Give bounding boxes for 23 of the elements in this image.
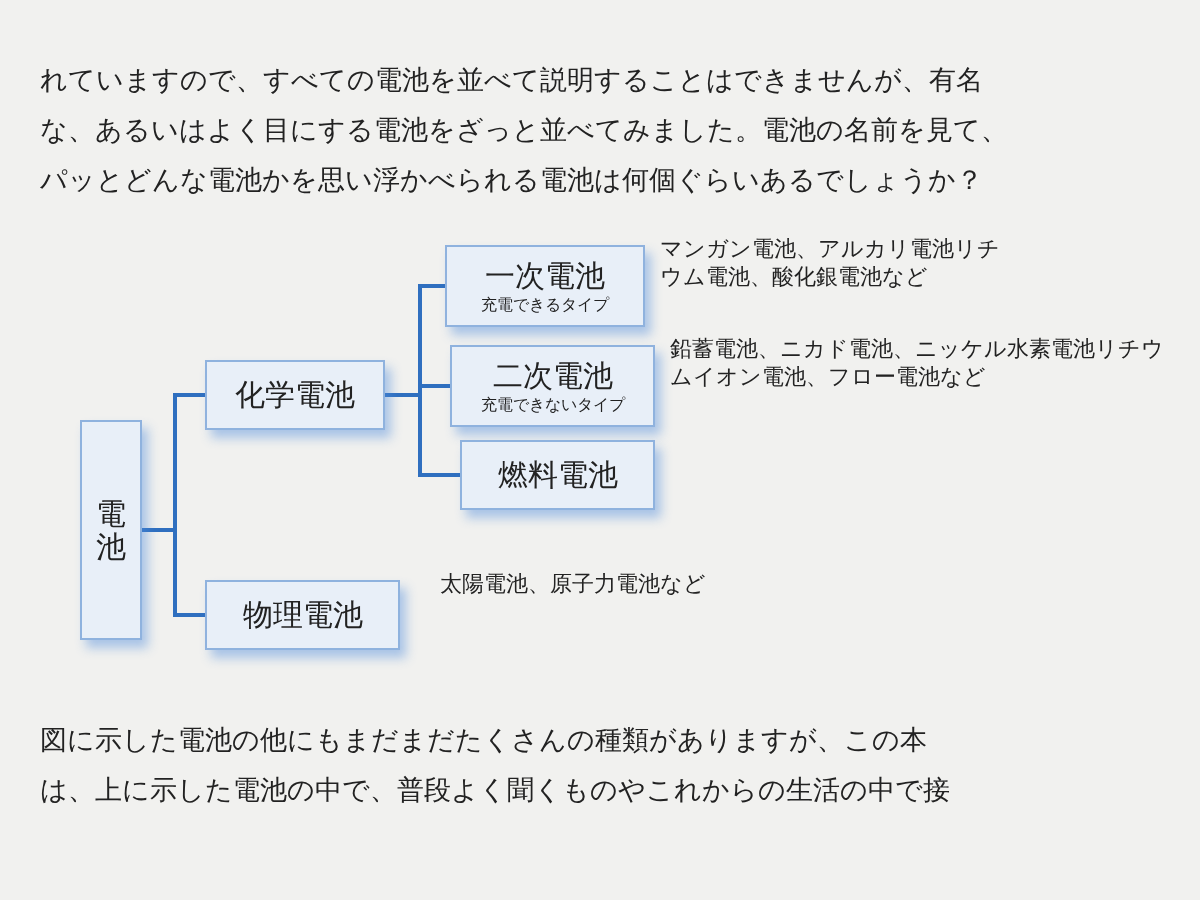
category-title: 燃料電池 (497, 456, 618, 494)
category-box (445, 245, 645, 327)
category-box (460, 440, 655, 510)
example-list: 鉛蓄電池、ニカド電池、ニッケル水素電池リチウムイオン電池、フロー電池など (670, 335, 1170, 390)
category-title: 二次電池 (492, 357, 613, 395)
category-subtitle: 充電できるタイプ (481, 294, 609, 315)
example-list: マンガン電池、アルカリ電池リチウム電池、酸化銀電池など (660, 235, 1020, 290)
tree-connector (142, 528, 205, 617)
example-list: 太陽電池、原子力電池など (440, 570, 800, 598)
category-title: 化学電池 (235, 376, 355, 414)
body-text-line: パッとどんな電池かを思い浮かべられる電池は何個ぐらいあるでしょうか？ (40, 163, 983, 197)
body-text-line: は、上に示した電池の中で、普段よく聞くものやこれからの生活の中で接 (40, 773, 950, 807)
category-box (80, 420, 142, 640)
category-subtitle: 充電できないタイプ (480, 394, 625, 415)
category-box (450, 345, 655, 427)
category-title: 一次電池 (485, 257, 605, 295)
category-box (205, 580, 400, 650)
category-box (205, 360, 385, 430)
category-title: 電池 (96, 497, 126, 563)
body-text-line: 図に示した電池の他にもまだまだたくさんの種類がありますが、この本 (40, 723, 927, 757)
body-text-line: れていますので、すべての電池を並べて説明することはできませんが、有名 (40, 63, 983, 97)
category-title: 物理電池 (242, 596, 363, 634)
body-text-line: な、あるいはよく目にする電池をざっと並べてみました。電池の名前を見て、 (40, 113, 1008, 147)
